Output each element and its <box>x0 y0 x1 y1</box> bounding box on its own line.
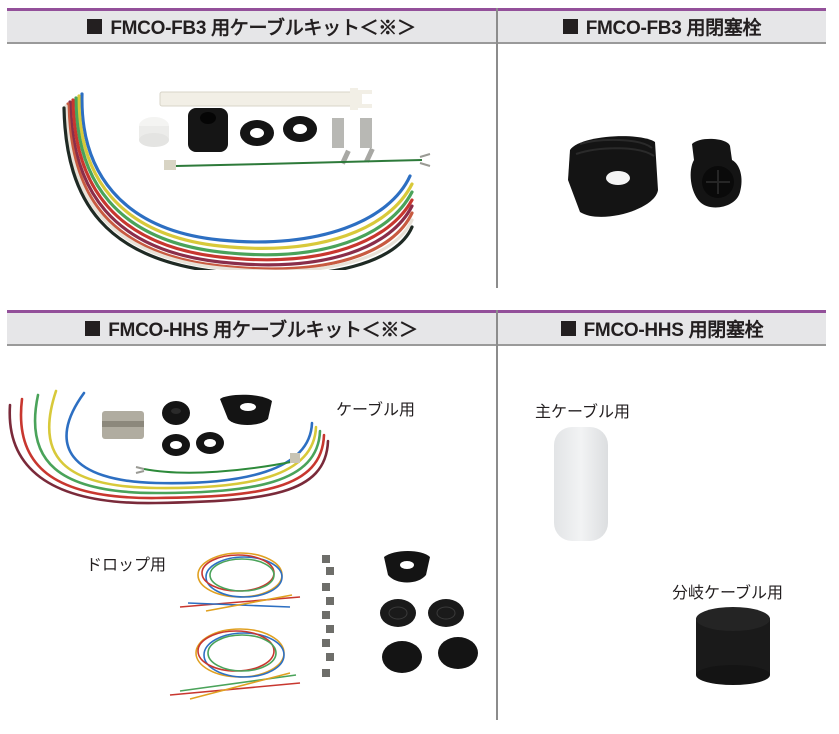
branch-cable-plug-photo <box>694 605 774 687</box>
drop-use-label: ドロップ用 <box>86 555 167 574</box>
hhs-cable-kit-photo <box>6 385 336 510</box>
hhs-plug-header: FMCO-HHS 用閉塞栓 <box>498 313 826 344</box>
fb3-cable-kit-title: FMCO-FB3 用ケーブルキット＜※＞ <box>110 18 416 39</box>
section2-header-bar: FMCO-HHS 用ケーブルキット＜※＞ FMCO-HHS 用閉塞栓 <box>7 310 826 346</box>
main-cable-plug-photo <box>552 425 612 543</box>
fb3-plug-header: FMCO-FB3 用閉塞栓 <box>498 11 826 42</box>
square-bullet-icon <box>85 321 101 336</box>
column-divider <box>496 310 498 720</box>
fb3-plug-photo <box>560 130 760 230</box>
column-divider <box>496 8 498 288</box>
hhs-plug-title: FMCO-HHS 用閉塞栓 <box>583 320 764 341</box>
fb3-plug-title: FMCO-FB3 用閉塞栓 <box>585 18 762 39</box>
drop-cable-kit-photo <box>160 545 490 715</box>
square-bullet-icon <box>562 19 578 34</box>
hhs-cable-kit-header: FMCO-HHS 用ケーブルキット＜※＞ <box>7 313 496 344</box>
hhs-cable-kit-title: FMCO-HHS 用ケーブルキット＜※＞ <box>108 320 418 341</box>
fb3-cable-kit-header: FMCO-FB3 用ケーブルキット＜※＞ <box>7 11 496 42</box>
main-cable-use-label: 主ケーブル用 <box>535 402 631 421</box>
cable-use-label: ケーブル用 <box>336 400 416 419</box>
fb3-cable-kit-photo <box>60 80 450 270</box>
branch-cable-use-label: 分岐ケーブル用 <box>672 583 784 602</box>
section1-header-bar: FMCO-FB3 用ケーブルキット＜※＞ FMCO-FB3 用閉塞栓 <box>7 8 826 44</box>
square-bullet-icon <box>560 321 576 336</box>
square-bullet-icon <box>87 19 103 34</box>
